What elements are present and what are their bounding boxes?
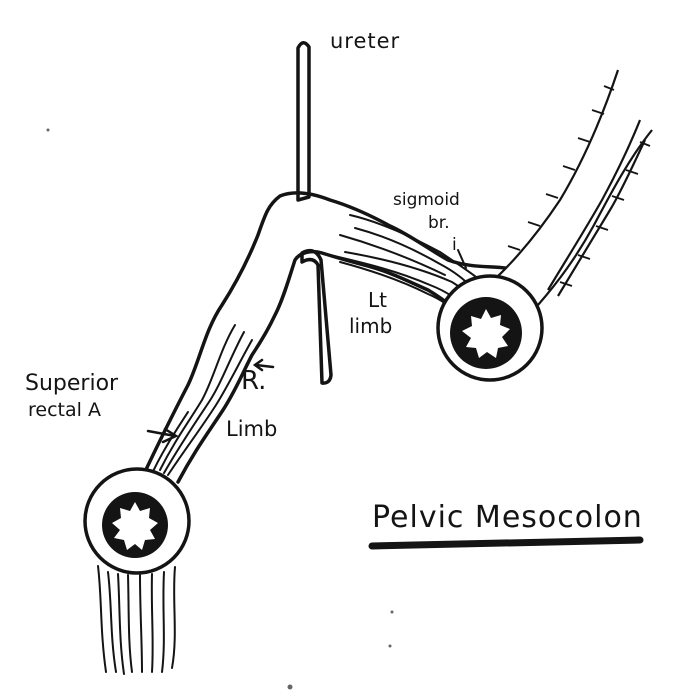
sigmoid-branch-label-3: i bbox=[452, 237, 457, 254]
ureter-upper bbox=[298, 43, 309, 200]
superior-rectal-label-2: rectal A bbox=[28, 401, 101, 420]
ureter-lower bbox=[302, 251, 331, 383]
rectum-wall-lines bbox=[98, 566, 175, 674]
superior-rectal-label: Superior bbox=[25, 373, 118, 395]
sigmoid-branch-vessels bbox=[350, 215, 480, 288]
sigmoid-branch-label: sigmoid bbox=[393, 192, 460, 209]
right-limb-label: R. bbox=[241, 368, 266, 394]
sigmoid-colon bbox=[496, 70, 652, 305]
right-limb-label-2: Limb bbox=[226, 419, 277, 440]
title-underline bbox=[372, 540, 640, 546]
rectum-cross-section bbox=[85, 469, 189, 573]
left-limb-label-2: limb bbox=[349, 316, 392, 336]
sigmoid-branch-label-2: br. bbox=[428, 215, 450, 232]
sigmoid-cross-section bbox=[438, 276, 542, 380]
diagram-title: Pelvic Mesocolon bbox=[372, 503, 643, 533]
ureter-label: ureter bbox=[330, 31, 400, 52]
left-limb-label: Lt bbox=[368, 290, 387, 310]
